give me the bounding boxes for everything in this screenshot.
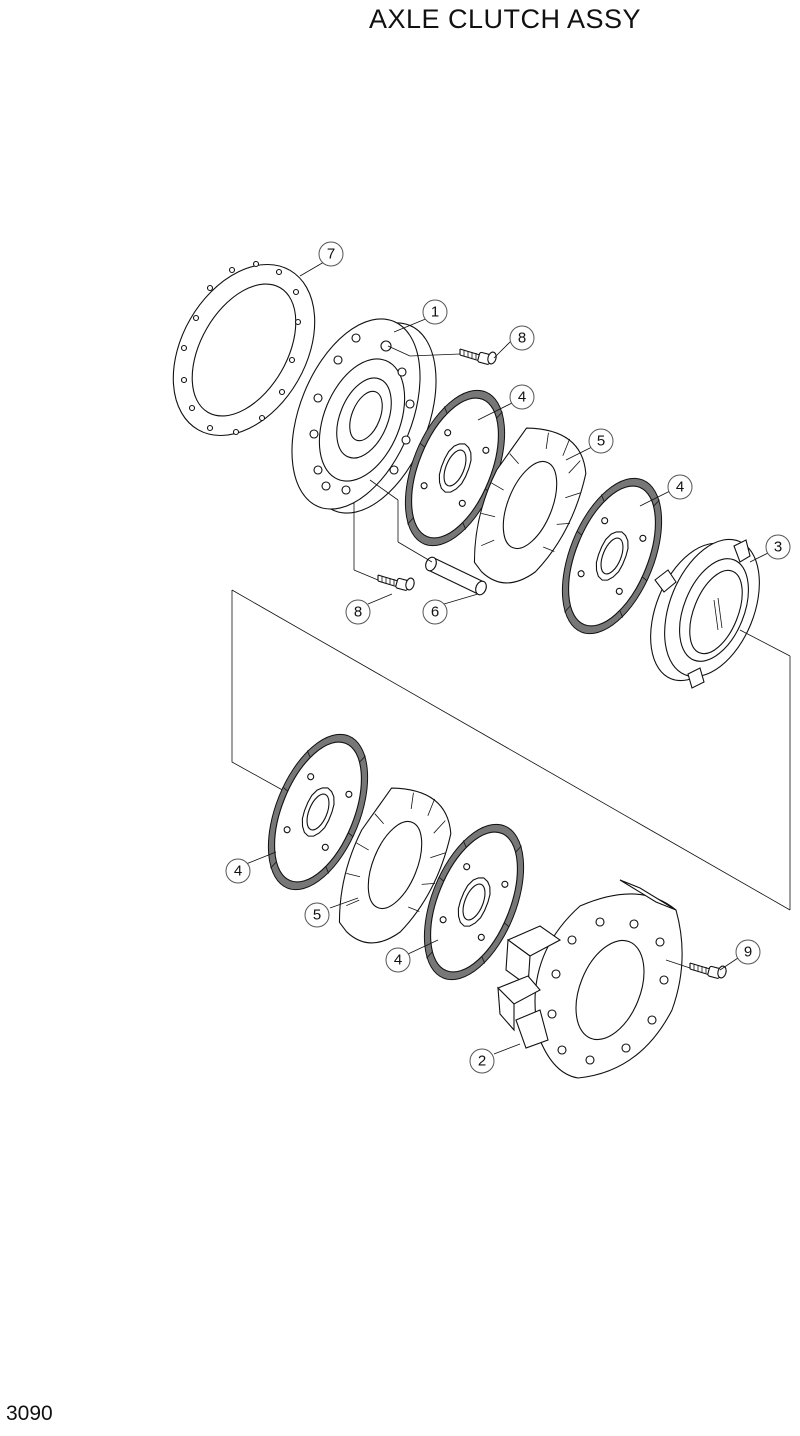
bolt-part [689, 962, 728, 980]
callout-1: 1 [422, 299, 448, 325]
callout-4: 4 [225, 858, 251, 884]
callout-6: 6 [422, 599, 448, 625]
callout-4: 4 [385, 947, 411, 973]
svg-text:4: 4 [394, 952, 402, 969]
svg-text:4: 4 [518, 389, 526, 406]
carrier-part [497, 879, 683, 1079]
callout-8: 8 [509, 325, 535, 351]
svg-text:5: 5 [313, 907, 321, 924]
callout-3: 3 [765, 534, 791, 560]
piston-part [650, 538, 760, 689]
svg-text:9: 9 [744, 944, 752, 961]
clutch-housing-part [291, 318, 437, 514]
callout-leaders [245, 261, 771, 1055]
bolt-part [377, 574, 416, 592]
svg-text:4: 4 [676, 479, 684, 496]
svg-text:8: 8 [518, 330, 526, 347]
callout-5: 5 [588, 428, 614, 454]
callout-7: 7 [318, 241, 344, 267]
svg-text:8: 8 [354, 604, 362, 621]
pin-part [425, 556, 487, 596]
svg-text:3: 3 [774, 539, 782, 556]
svg-text:7: 7 [327, 246, 335, 263]
callout-4: 4 [509, 384, 535, 410]
svg-text:4: 4 [234, 863, 242, 880]
gasket-ring-part [172, 260, 316, 437]
callout-5: 5 [304, 902, 330, 928]
callout-9: 9 [735, 939, 761, 965]
svg-text:1: 1 [431, 304, 439, 321]
svg-text:5: 5 [597, 433, 605, 450]
diagram-title: AXLE CLUTCH ASSY [368, 4, 642, 34]
bolt-part [459, 348, 498, 366]
svg-text:6: 6 [431, 604, 439, 621]
svg-text:2: 2 [478, 1053, 486, 1070]
callout-8: 8 [345, 599, 371, 625]
callout-4: 4 [667, 474, 693, 500]
callout-2: 2 [469, 1048, 495, 1074]
page-number: 3090 [6, 1402, 53, 1425]
